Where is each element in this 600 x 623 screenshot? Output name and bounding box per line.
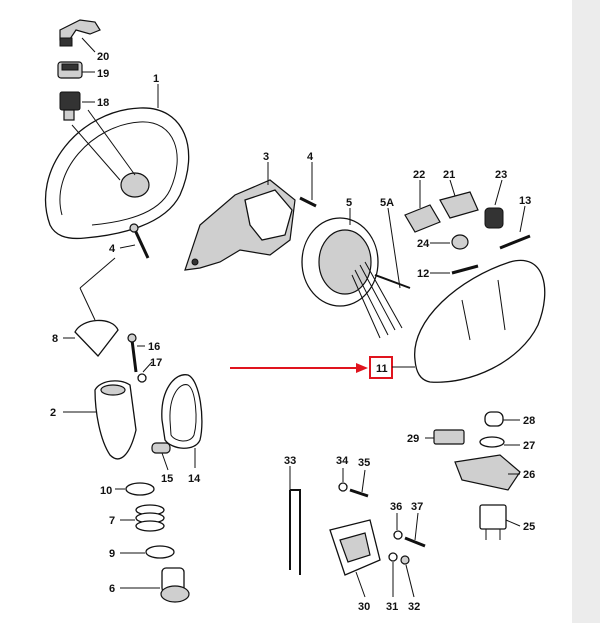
part-28-cap: [484, 411, 504, 427]
callout-25: 25: [523, 521, 535, 533]
part-29-switch: [433, 429, 465, 445]
callout-13: 13: [519, 195, 531, 207]
right-margin-bar: [572, 0, 600, 623]
part-32-nut: [400, 555, 410, 565]
part-17-washer: [137, 373, 147, 383]
callout-21: 21: [443, 169, 455, 181]
callout-12: 12: [417, 268, 429, 280]
callout-36: 36: [390, 501, 402, 513]
callout-3: 3: [263, 151, 269, 163]
part-3-mounting-bracket: [184, 179, 296, 271]
part-24-plug: [451, 234, 469, 250]
part-35-screw: [349, 488, 369, 498]
callout-11: 11: [376, 363, 388, 375]
callout-5: 5: [346, 197, 352, 209]
callout-6: 6: [109, 583, 115, 595]
callout-4-lower: 4: [109, 243, 116, 255]
callout-4-upper: 4: [307, 151, 314, 163]
part-19-switch: [57, 61, 83, 79]
part-11-mirror-glass: [414, 259, 546, 383]
callout-27: 27: [523, 440, 535, 452]
callout-7: 7: [109, 515, 115, 527]
part-20-lever: [59, 19, 101, 47]
part-6-sleeve: [160, 567, 190, 603]
callout-10: 10: [100, 485, 112, 497]
callout-31: 31: [386, 601, 398, 613]
part-26-mount-plate: [454, 454, 521, 491]
highlight-arrow: [230, 363, 368, 373]
callout-33: 33: [284, 455, 296, 467]
callout-labels: 20 19 18 1 3 4 4 5 5A 22 21 23 13 24 12 …: [50, 51, 535, 613]
callout-23: 23: [495, 169, 507, 181]
part-31-nut: [388, 552, 398, 562]
part-16-bolt: [127, 333, 138, 373]
callout-26: 26: [523, 469, 535, 481]
part-12-terminal: [451, 264, 479, 275]
callout-20: 20: [97, 51, 109, 63]
callout-28: 28: [523, 415, 535, 427]
leader-lines: [63, 37, 526, 598]
callout-30: 30: [358, 601, 370, 613]
part-15-pin: [151, 442, 171, 454]
part-33-bracket: [289, 489, 301, 575]
callout-37: 37: [411, 501, 423, 513]
part-14-gasket: [161, 374, 203, 449]
callout-14: 14: [188, 473, 201, 485]
part-34-washer: [338, 482, 348, 492]
callout-22: 22: [413, 169, 425, 181]
callout-15: 15: [161, 473, 173, 485]
part-7-spring: [135, 504, 165, 532]
callout-32: 32: [408, 601, 420, 613]
callout-24: 24: [417, 238, 430, 250]
part-10-ring: [125, 482, 155, 496]
part-22-connector: [404, 204, 441, 233]
callout-18: 18: [97, 97, 109, 109]
part-25-relay: [479, 504, 507, 540]
part-21-connector: [439, 191, 479, 219]
part-4-screw-upper: [299, 196, 317, 208]
callout-5a: 5A: [380, 197, 394, 209]
part-2-mirror-base: [94, 380, 137, 460]
part-27-grommet: [479, 436, 505, 448]
callout-16: 16: [148, 341, 160, 353]
callout-35: 35: [358, 457, 370, 469]
part-9-ring: [145, 545, 175, 559]
part-8-cap: [74, 257, 119, 357]
part-37-screw: [404, 536, 426, 548]
part-13-terminal: [499, 234, 531, 250]
callout-34: 34: [336, 455, 349, 467]
callout-8: 8: [52, 333, 58, 345]
callout-2: 2: [50, 407, 56, 419]
part-36-washer: [393, 530, 403, 540]
callout-29: 29: [407, 433, 419, 445]
part-18-connector: [59, 91, 81, 121]
part-1-mirror-housing: [44, 107, 190, 240]
part-30-control-unit: [329, 519, 381, 576]
callout-9: 9: [109, 548, 115, 560]
part-4-screw-lower: [129, 223, 150, 259]
callout-19: 19: [97, 68, 109, 80]
callout-17: 17: [150, 357, 162, 369]
callout-1: 1: [153, 73, 159, 85]
part-23-connector: [484, 207, 504, 229]
part-5-adjust-motor: [301, 217, 411, 339]
